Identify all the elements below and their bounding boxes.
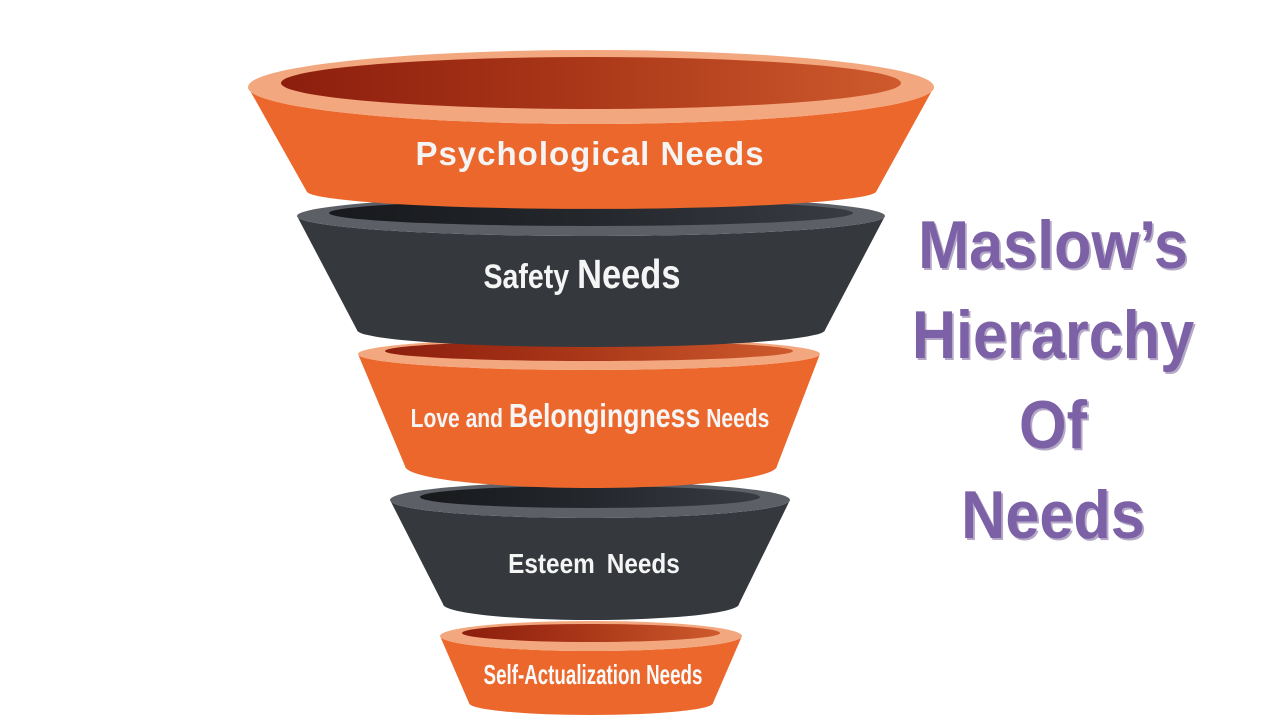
label-part-small: Safety [484,258,578,296]
funnel-level-psychological: Psychological Needs [248,50,934,209]
level-safety-body [297,216,885,347]
label-part-small: Needs [700,405,769,434]
funnel-level-esteem: Esteem Needs [390,482,790,620]
level-love-belongingness-label: Love and Belongingness Needs [411,398,770,434]
level-love-belongingness-pool [385,341,793,361]
label-part-large: Belongingness [509,398,701,434]
level-self-actualization-label: Self-Actualization Needs [484,659,703,691]
level-safety-label: Safety Needs [484,252,681,297]
funnel-level-safety: Safety Needs [297,196,885,347]
diagram-title: Maslow’s Hierarchy Of Needs [873,200,1233,560]
level-self-actualization-body [440,636,742,715]
level-self-actualization-pool [462,624,720,642]
level-esteem-label: Esteem Needs [508,547,680,579]
funnel-level-self-actualization: Self-Actualization Needs [440,621,742,715]
label-part-large: Needs [577,252,680,297]
level-psychological-body [248,87,934,209]
level-esteem-pool [420,486,760,508]
level-esteem-body [390,500,790,620]
diagram-title-line-3: Of [1018,387,1087,463]
funnel-level-love-belongingness: Love and Belongingness Needs [358,338,820,488]
diagram-title-line-1: Maslow’s [918,207,1188,283]
diagram-title-line-4: Needs [961,477,1145,553]
label-part-small: Love and [411,405,509,434]
level-love-belongingness-body [358,354,820,488]
diagram-title-line-2: Hierarchy [911,297,1195,373]
level-psychological-pool [281,57,901,109]
level-psychological-label: Psychological Needs [415,135,764,172]
